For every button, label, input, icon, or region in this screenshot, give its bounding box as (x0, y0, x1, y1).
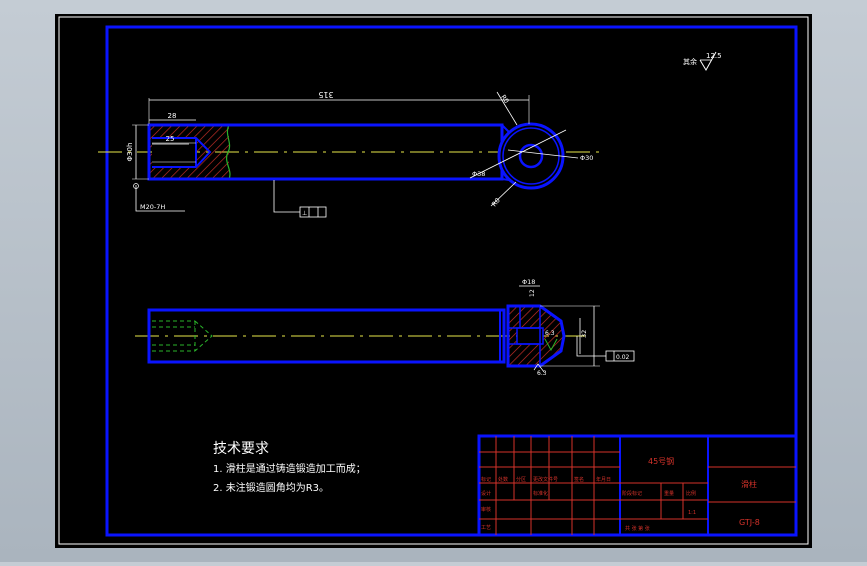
top-view: Φ18 12 32 6.3 6.3 0.02 (135, 278, 635, 377)
svg-text:⊥: ⊥ (302, 210, 307, 217)
roughness-note: 其余 12.5 (683, 51, 722, 71)
svg-text:Φ30: Φ30 (580, 154, 593, 162)
model-space (55, 14, 812, 548)
gdt-frame-side (605, 350, 635, 362)
svg-text:年月日: 年月日 (596, 476, 611, 483)
svg-text:6.3: 6.3 (545, 330, 555, 337)
svg-text:重量: 重量 (664, 490, 674, 497)
sheet-frame (105, 25, 798, 537)
notes-line-2: 2. 未注锻造圆角均为R3。 (213, 481, 329, 494)
roughness-symbol-icon (699, 51, 717, 71)
front-view: 315 28 25 Φ30h M20-7H ⊥ R0 R0 Φ30 Φ38 (98, 90, 600, 218)
svg-text:R0: R0 (490, 197, 502, 209)
svg-text:标记: 标记 (481, 476, 491, 483)
svg-text:审核: 审核 (481, 506, 491, 513)
svg-text:28: 28 (168, 112, 177, 120)
sheet-outer-border (58, 16, 809, 545)
roughness-note-label: 其余 (683, 57, 697, 66)
part-name-text: 滑柱 (741, 479, 757, 489)
svg-text:25: 25 (166, 135, 175, 143)
svg-text:设计: 设计 (481, 490, 491, 497)
svg-text:更改文件号: 更改文件号 (533, 476, 558, 483)
dim-overall-length-text: 315 (318, 90, 333, 99)
svg-text:分区: 分区 (516, 476, 526, 483)
hidden-thread-lines (152, 320, 213, 352)
dim-pin-diameter (469, 129, 567, 179)
svg-text:处数: 处数 (498, 476, 508, 483)
svg-text:工艺: 工艺 (481, 525, 491, 531)
svg-text:Φ38: Φ38 (472, 170, 485, 178)
svg-text:32: 32 (580, 330, 588, 338)
dim-eye-diameter (507, 149, 579, 159)
svg-text:0.02: 0.02 (616, 354, 630, 361)
svg-text:标准化: 标准化 (533, 490, 548, 497)
svg-text:1:1: 1:1 (688, 510, 696, 516)
side-shaft-outline (147, 308, 506, 364)
gdt-frame-top (299, 206, 327, 218)
svg-text:比例: 比例 (686, 490, 696, 497)
revision-grid (479, 436, 620, 535)
svg-text:签名: 签名 (574, 476, 584, 483)
title-block: 45号钢 滑柱 GTJ-8 标记 处数 分区 更改文件号 签名 年月日 设计 审… (477, 434, 798, 537)
svg-text:6.3: 6.3 (537, 370, 547, 377)
eye-outer-circle (497, 122, 565, 190)
thread-callout-text: M20-7H (140, 203, 165, 211)
material-text: 45号钢 (648, 456, 674, 466)
notes-title: 技术要求 (213, 441, 269, 457)
thread-callout-leader (135, 185, 185, 212)
svg-text:Φ18: Φ18 (522, 278, 535, 286)
break-line (226, 124, 231, 180)
svg-text:阶段标记: 阶段标记 (622, 490, 642, 497)
roughness-value: 12.5 (706, 52, 722, 60)
drawing-number-text: GTJ-8 (739, 518, 760, 527)
svg-text:12: 12 (529, 289, 536, 297)
technical-notes: 技术要求 1. 滑柱是通过铸造锻造加工而成； 2. 未注锻造圆角均为R3。 (213, 441, 366, 494)
svg-text:共 张 第 张: 共 张 第 张 (625, 525, 650, 532)
svg-text:R0: R0 (499, 93, 511, 105)
eye-inner-circle (518, 143, 544, 169)
svg-text:Φ30h: Φ30h (126, 143, 134, 162)
notes-line-1: 1. 滑柱是通过铸造锻造加工而成； (213, 462, 366, 475)
